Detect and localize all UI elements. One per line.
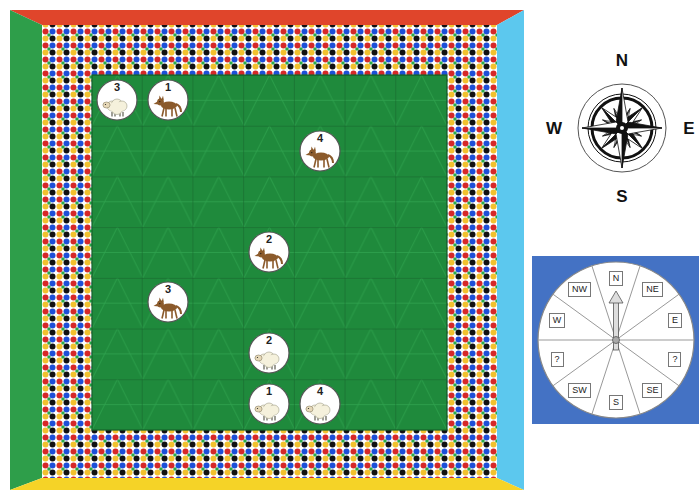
spinner-label-box: ? xyxy=(668,352,681,367)
wolf-figure xyxy=(306,147,334,168)
mosaic-border xyxy=(42,25,497,478)
animal-token: 2 xyxy=(248,231,290,273)
spinner-label-box: SE xyxy=(642,383,662,398)
direction-label: ? xyxy=(672,354,677,365)
frame-right xyxy=(497,10,524,490)
sheep-figure xyxy=(306,403,330,421)
compass-direction: E xyxy=(683,119,694,138)
compass-letter: W xyxy=(546,119,562,138)
direction-label: SW xyxy=(572,385,587,396)
compass-letter: N xyxy=(616,51,628,70)
wolf-figure xyxy=(154,96,182,117)
token-number: 2 xyxy=(248,335,290,346)
compass-ring xyxy=(578,84,666,172)
spinner-pointer xyxy=(609,291,623,350)
spinner-divider xyxy=(616,340,694,341)
compass-rose xyxy=(578,84,666,172)
compass-direction: N xyxy=(616,51,628,70)
animal-token: 4 xyxy=(299,383,341,425)
spinner-label-box: NE xyxy=(642,282,663,297)
spinner-label-box: ? xyxy=(551,352,564,367)
compass-center xyxy=(616,122,628,134)
spinner xyxy=(532,256,699,424)
frame-top xyxy=(10,10,524,25)
direction-label: NW xyxy=(572,284,587,295)
board-grid xyxy=(92,75,447,430)
animal-token: 4 xyxy=(299,130,341,172)
wolf-figure xyxy=(255,248,283,269)
token-number: 1 xyxy=(248,386,290,397)
direction-label: E xyxy=(672,315,678,326)
direction-label: S xyxy=(613,397,619,408)
spinner-label-box: W xyxy=(549,313,566,328)
token-number: 4 xyxy=(299,386,341,397)
sheep-figure xyxy=(103,99,127,117)
spinner-label-box: E xyxy=(668,313,682,328)
spinner-label-box: N xyxy=(609,271,624,286)
direction-label: SE xyxy=(646,385,658,396)
frame-bottom xyxy=(10,478,524,490)
spinner-panel xyxy=(532,256,699,424)
token-number: 1 xyxy=(147,82,189,93)
direction-label: N xyxy=(613,273,620,284)
spinner-label-box: NW xyxy=(568,282,591,297)
animal-token: 3 xyxy=(96,79,138,121)
wolf-figure xyxy=(154,298,182,319)
sheep-figure xyxy=(255,403,279,421)
sheep-figure xyxy=(255,352,279,370)
compass-letter: S xyxy=(616,187,627,206)
animal-token: 3 xyxy=(147,281,189,323)
token-number: 4 xyxy=(299,133,341,144)
compass-letter: E xyxy=(683,119,694,138)
animal-token: 1 xyxy=(147,79,189,121)
spinner-label-box: S xyxy=(609,395,623,410)
frame-left xyxy=(10,10,42,490)
spinner-divider xyxy=(538,340,616,341)
token-number: 2 xyxy=(248,234,290,245)
board-frame xyxy=(10,10,524,490)
token-number: 3 xyxy=(147,284,189,295)
direction-label: NE xyxy=(646,284,659,295)
animal-token: 2 xyxy=(248,332,290,374)
spinner-wheel xyxy=(538,262,694,418)
compass-direction: W xyxy=(546,119,562,138)
direction-label: ? xyxy=(555,354,560,365)
animal-token: 1 xyxy=(248,383,290,425)
spinner-dividers xyxy=(538,266,694,414)
token-number: 3 xyxy=(96,82,138,93)
spinner-label-box: SW xyxy=(568,383,591,398)
compass-direction: S xyxy=(616,187,627,206)
direction-label: W xyxy=(553,315,562,326)
